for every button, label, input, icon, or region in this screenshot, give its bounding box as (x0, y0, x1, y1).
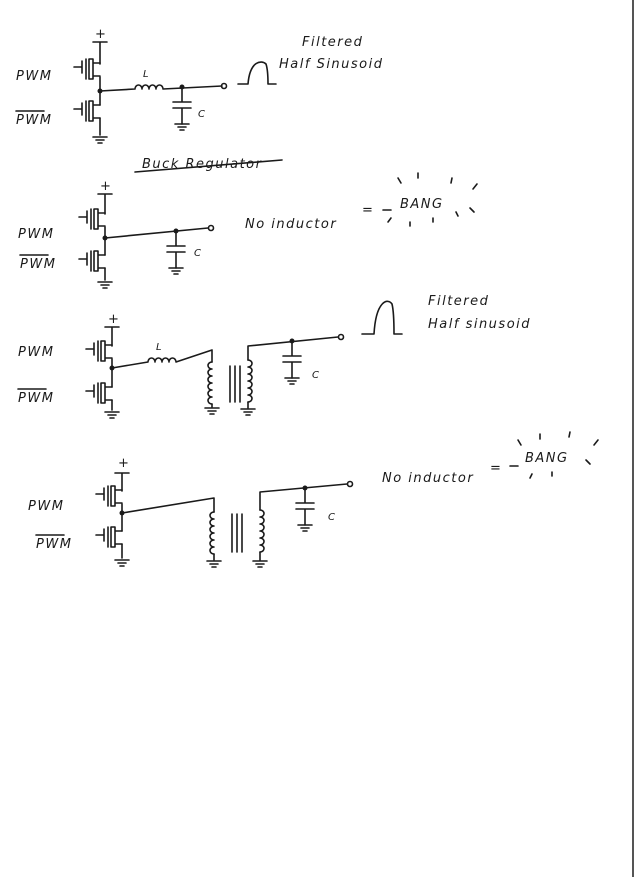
circuit-transformer-with-inductor: + PWM PWM L C Filtered Half sinusoid (17, 294, 531, 419)
bang-spark-marks (509, 431, 599, 479)
inductor-label: L (143, 69, 150, 80)
transformer-core (231, 513, 243, 553)
capacitor-label: C (194, 248, 202, 259)
filtered-label: Filtered (302, 35, 363, 50)
supply-plus-label: + (118, 456, 130, 471)
supply-plus-label: + (100, 179, 112, 194)
pwm-label: PWM (18, 345, 54, 360)
no-inductor-label: No inductor (245, 217, 337, 232)
bang-label: BANG (400, 197, 444, 212)
no-inductor-label: No inductor (382, 471, 474, 486)
bang-label: BANG (525, 451, 569, 466)
circuit-no-inductor: + PWM PWM C No inductor = BANG (18, 172, 478, 289)
transformer-core (229, 365, 241, 403)
capacitor-label: C (312, 370, 320, 381)
half-sinusoid-label: Half sinusoid (428, 317, 531, 332)
bang-spark-marks (382, 172, 478, 227)
half-sinusoid-label: Half Sinusoid (279, 57, 384, 72)
circuit-buck-regulator: + PWM PWM L C Filtered Half Sinusoid Buc… (15, 27, 384, 173)
equals-label: = (362, 203, 374, 218)
pwm-bar-label: PWM (18, 391, 54, 406)
pwm-label: PWM (18, 227, 54, 242)
pwm-label: PWM (16, 69, 52, 84)
circuit-transformer-no-inductor: + PWM PWM C No inductor = BANG (28, 431, 599, 568)
pwm-bar-label: PWM (36, 537, 72, 552)
supply-plus-label: + (95, 27, 107, 42)
half-sinusoid-waveform (361, 300, 403, 335)
capacitor-label: C (198, 109, 206, 120)
pwm-bar-label: PWM (16, 113, 52, 128)
half-sinusoid-waveform (237, 61, 277, 85)
inductor-label: L (156, 342, 163, 353)
page-edge (632, 0, 634, 877)
pwm-bar-label: PWM (20, 257, 56, 272)
equals-label: = (490, 461, 502, 476)
supply-plus-label: + (108, 312, 120, 327)
pwm-label: PWM (28, 499, 64, 514)
filtered-label: Filtered (428, 294, 489, 309)
capacitor-label: C (328, 512, 336, 523)
